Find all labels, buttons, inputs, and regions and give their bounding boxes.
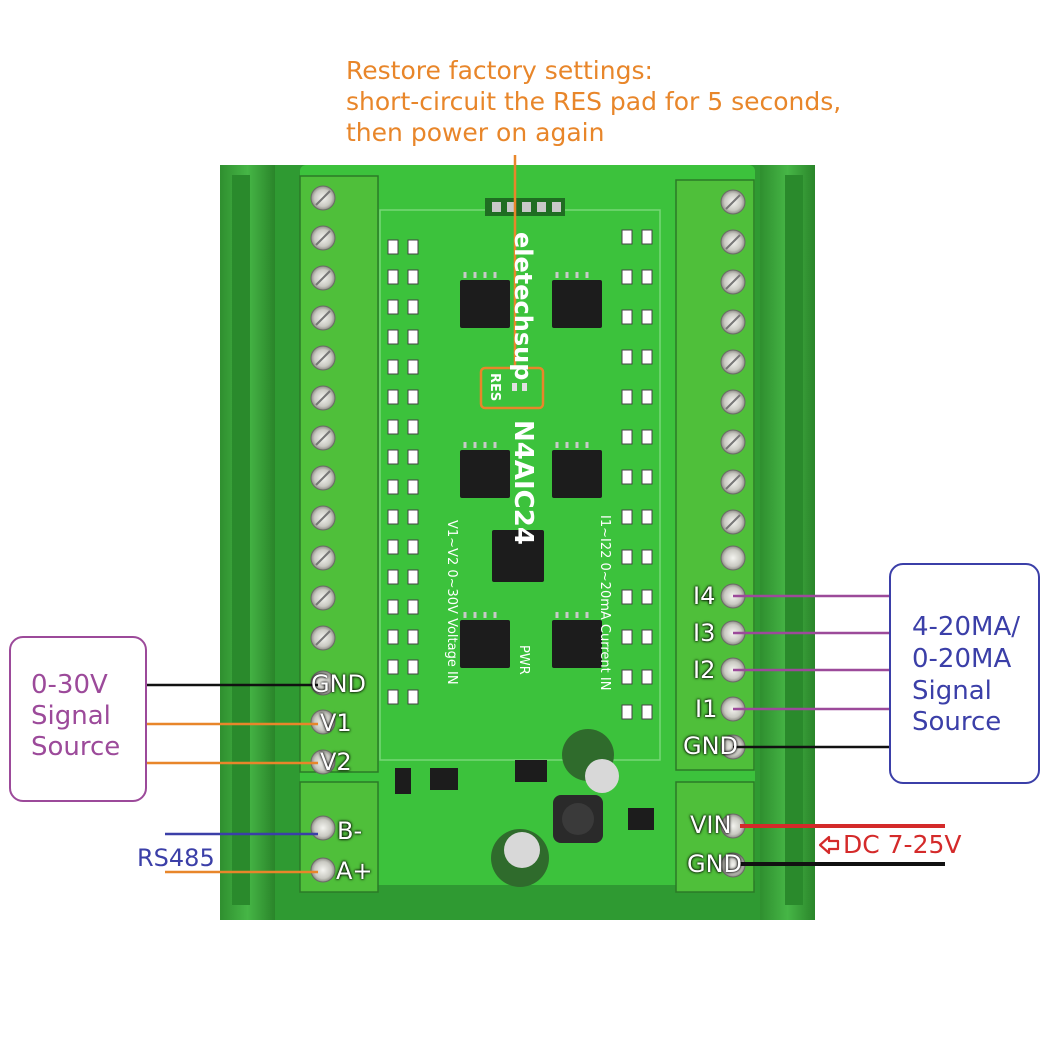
current-source-line-2: 0-20MA: [912, 644, 1012, 674]
factory-reset-note: Restore factory settings: short-circuit …: [346, 55, 841, 148]
terminal-gnd-power: GND: [687, 850, 743, 878]
voltage-source-line-1: 0-30V: [31, 670, 108, 700]
res-silkscreen: RES: [487, 373, 502, 401]
note-line-1: Restore factory settings:: [346, 56, 653, 85]
terminal-b-minus: B-: [337, 817, 363, 845]
terminal-gnd-right: GND: [683, 732, 739, 760]
voltage-source-line-3: Source: [31, 732, 121, 762]
terminal-gnd-left: GND: [311, 670, 367, 698]
voltage-source-line-2: Signal: [31, 701, 111, 731]
terminal-i1: I1: [695, 695, 718, 723]
terminal-i3: I3: [693, 619, 716, 647]
pcb: [300, 165, 755, 885]
pwr-silkscreen: PWR: [516, 645, 531, 675]
rs485-label: RS485: [137, 844, 215, 872]
note-line-3: then power on again: [346, 118, 605, 147]
current-source-line-4: Source: [912, 707, 1002, 737]
terminal-v1: V1: [320, 709, 352, 737]
current-source-line-3: Signal: [912, 676, 992, 706]
left-arrow-icon: [818, 835, 840, 854]
dc-supply-label: DC 7-25V: [818, 830, 962, 859]
capacitor: [491, 729, 619, 887]
brand-silkscreen: eletechsup: [509, 232, 537, 380]
terminal-a-plus: A+: [336, 857, 373, 885]
terminal-vin: VIN: [690, 811, 732, 839]
note-line-2: short-circuit the RES pad for 5 seconds,: [346, 87, 842, 116]
current-source-line-1: 4-20MA/: [912, 612, 1020, 642]
model-silkscreen: N4AIC24: [508, 420, 538, 545]
dc-supply-text: DC 7-25V: [843, 830, 962, 859]
terminal-v2: V2: [320, 748, 352, 776]
voltage-source-box: 0-30V Signal Source: [9, 636, 147, 802]
voltage-in-silkscreen: V1~V2 0~30V Voltage IN: [444, 520, 459, 685]
terminal-i2: I2: [693, 656, 716, 684]
current-source-box: 4-20MA/ 0-20MA Signal Source: [889, 563, 1040, 784]
terminal-i4: I4: [693, 582, 716, 610]
current-in-silkscreen: I1~I22 0~20mA Current IN: [597, 515, 612, 690]
